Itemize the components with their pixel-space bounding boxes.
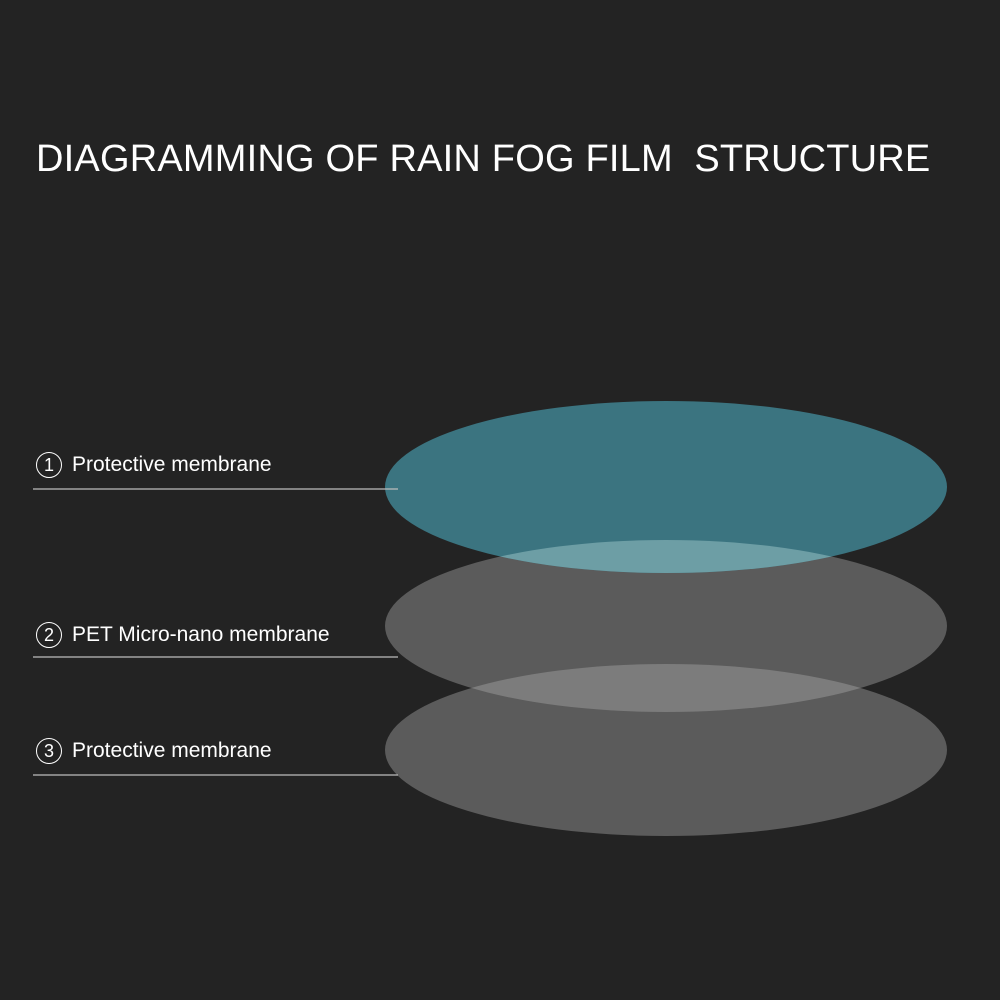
layer-1-text: Protective membrane xyxy=(72,453,272,476)
layer-2-label: 2 PET Micro-nano membrane xyxy=(36,622,330,648)
layer-1-ellipse xyxy=(385,401,947,573)
number-1-icon: 1 xyxy=(36,452,62,478)
layer-3-label: 3 Protective membrane xyxy=(36,738,272,764)
layer-3-text: Protective membrane xyxy=(72,739,272,762)
diagram-title: DIAGRAMMING OF RAIN FOG FILM STRUCTURE xyxy=(36,138,931,180)
number-3-icon: 3 xyxy=(36,738,62,764)
layer-1-label: 1 Protective membrane xyxy=(36,452,272,478)
layer-2-text: PET Micro-nano membrane xyxy=(72,623,330,646)
layer-2-ellipse xyxy=(385,540,947,712)
number-2-icon: 2 xyxy=(36,622,62,648)
layer-3-ellipse xyxy=(385,664,947,836)
